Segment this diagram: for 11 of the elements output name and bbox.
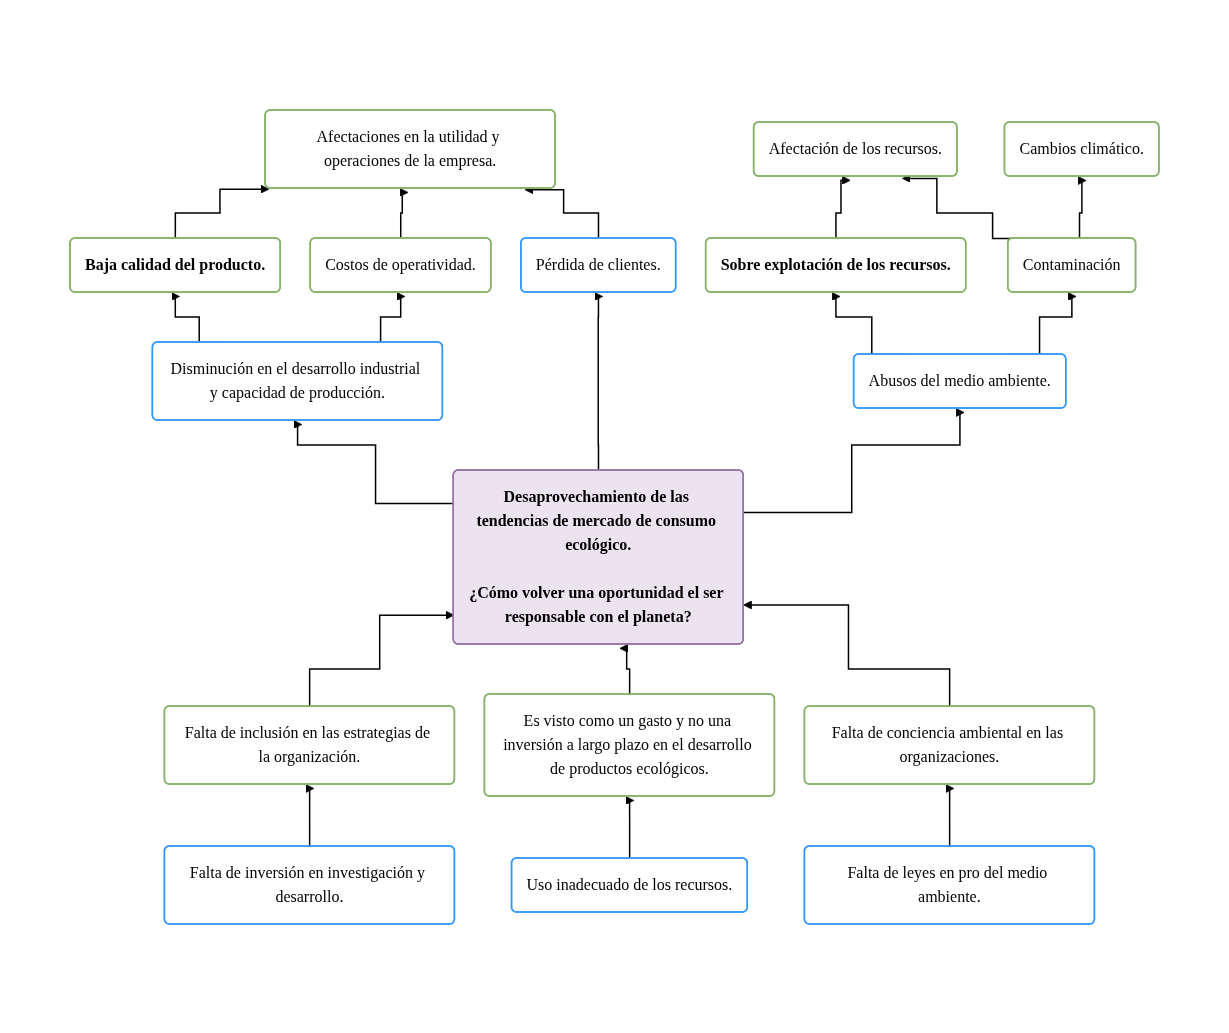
arrow [945, 783, 955, 847]
arrow [174, 184, 270, 239]
arrow [1076, 175, 1087, 239]
arrow [305, 783, 315, 847]
arrow [399, 187, 409, 239]
arrow [625, 795, 635, 859]
arrow [743, 600, 951, 707]
arrow [743, 407, 965, 513]
arrow [594, 291, 604, 471]
arrow [619, 643, 631, 695]
arrow [835, 175, 851, 239]
